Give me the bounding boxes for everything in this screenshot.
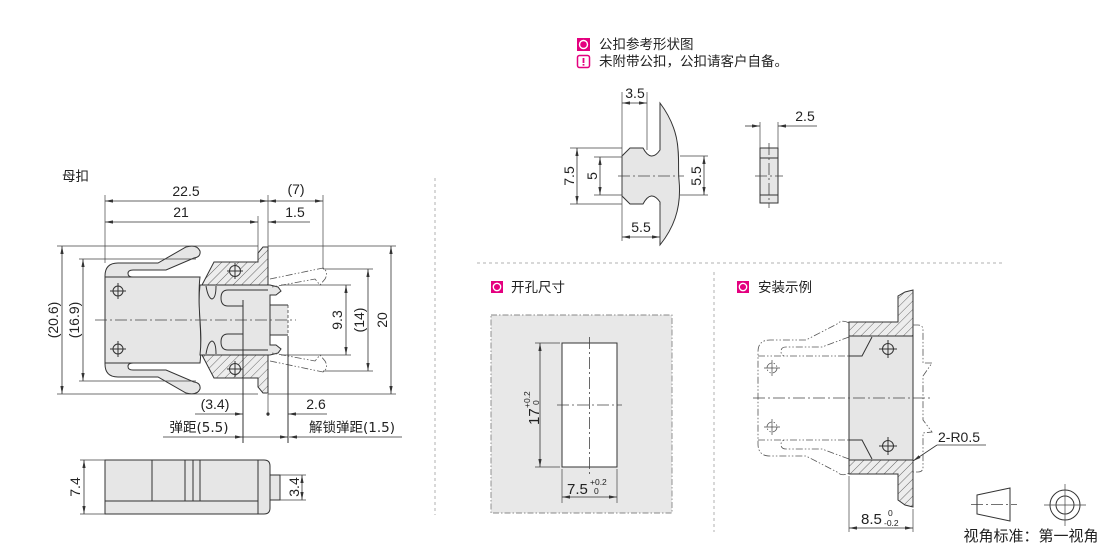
phantom-arm-bottom xyxy=(269,352,327,373)
side-detail-lines xyxy=(105,460,258,502)
reference-shape-icon xyxy=(577,38,590,51)
female-catch-title: 母扣 xyxy=(62,169,89,185)
dim-dot xyxy=(266,412,270,416)
side-flange xyxy=(257,459,271,515)
female-catch-drawing: 母扣 xyxy=(45,169,402,515)
dim-text-neck-height: 5 xyxy=(584,172,600,180)
male-catch-side-view: 2.5 xyxy=(745,108,817,208)
plunger-bump xyxy=(205,285,217,355)
dim-text-side-height: 7.4 xyxy=(67,477,83,497)
dim-text-head-height: 7.5 xyxy=(561,166,577,186)
dim-text-head-length: 5.5 xyxy=(631,219,651,235)
male-catch-drawing: 3.5 7.5 5 5.5 5.5 2.5 xyxy=(561,85,817,247)
corner-radius-note: 2-R0.5 xyxy=(938,429,980,445)
travel-reference-lines xyxy=(242,300,289,443)
dim-text-offset-b: 2.6 xyxy=(306,396,326,412)
crosshair-icon xyxy=(764,360,780,376)
dim-text-cutout-width: 7.5 xyxy=(567,481,588,498)
dim-text-spring-travel: 弹距(5.5) xyxy=(169,420,228,436)
tol-upper: 0 xyxy=(888,508,893,518)
crosshair-icon xyxy=(227,361,243,377)
dim-text-deflected-span: (14) xyxy=(351,308,367,333)
dim-text-arm-span-inner: (16.9) xyxy=(66,302,82,339)
dim-text-release-travel: 解锁弹距(1.5) xyxy=(309,420,395,436)
dim-text-offset-a: (3.4) xyxy=(201,396,230,412)
legend-label: 公扣参考形状图 xyxy=(599,36,694,53)
extension-lines xyxy=(570,92,708,241)
phantom-arm-top xyxy=(269,267,327,288)
dim-text-panel-thickness: 8.5 xyxy=(861,511,882,528)
dimension-lines xyxy=(60,199,402,439)
side-body xyxy=(104,459,259,515)
legend-label: 未附带公扣，公扣请客户自备。 xyxy=(599,53,788,70)
male-catch-shape xyxy=(621,101,681,247)
dim-text-notch-width: 3.5 xyxy=(625,85,645,101)
housing-edge-lines xyxy=(105,276,200,364)
legend: 公扣参考形状图 未附带公扣，公扣请客户自备。 xyxy=(576,36,788,70)
dim-text-arm-span-outer: (20.6) xyxy=(45,302,61,339)
tol-upper: +0.2 xyxy=(590,477,607,487)
crosshair-icon xyxy=(879,340,897,358)
plunger-slot xyxy=(220,289,268,351)
phantom-arm-slots xyxy=(758,336,850,460)
legend-item-reference-shape: 公扣参考形状图 xyxy=(577,36,694,53)
tol-upper: +0.2 xyxy=(522,391,532,408)
panel-wall-bottom xyxy=(848,459,914,508)
tol-lower: 0 xyxy=(594,486,599,496)
installation-example-section: 安装示例 8.5 0 xyxy=(737,280,986,532)
female-catch-side-view: 7.4 3.4 xyxy=(67,459,306,515)
dim-text-thickness: 2.5 xyxy=(795,108,815,124)
dim-text-body-height: 5.5 xyxy=(688,166,704,186)
legend-item-notice: 未附带公扣，公扣请客户自备。 xyxy=(576,53,788,70)
warning-exclamation-icon xyxy=(576,54,591,69)
tol-lower: 0 xyxy=(531,400,541,405)
projection-symbol: 视角标准：第一视角 xyxy=(963,484,1099,545)
crosshair-icon xyxy=(764,419,780,435)
dim-text-flange-thickness: 1.5 xyxy=(285,204,305,220)
panel-cutout-title: 开孔尺寸 xyxy=(511,280,565,296)
side-tab xyxy=(269,474,281,501)
dim-text-flange-height: 20 xyxy=(374,312,390,328)
crosshair-icon xyxy=(110,341,126,357)
first-angle-projection-icon xyxy=(971,484,1086,526)
section-marker-icon xyxy=(737,281,749,293)
dim-text-side-tab-height: 3.4 xyxy=(286,477,302,497)
section-marker-icon xyxy=(491,281,503,293)
leader-corner-radius xyxy=(912,444,938,462)
center-line xyxy=(557,337,622,476)
installed-arm-edges xyxy=(849,336,873,460)
center-line xyxy=(755,143,783,208)
tol-lower: -0.2 xyxy=(884,518,899,528)
dim-text-cutout-height-group: 17 +0.2 0 xyxy=(522,391,543,425)
dim-text-latch-height: 9.3 xyxy=(329,310,345,330)
extension-lines xyxy=(80,459,306,515)
dim-text-cutout-height: 17 xyxy=(526,408,543,425)
dim-text-overall-length: 22.5 xyxy=(172,183,199,199)
dim-text-arm-travel: (7) xyxy=(287,181,304,197)
dim-text-body-length: 21 xyxy=(173,204,189,220)
panel-wall-top xyxy=(848,289,914,337)
extension-lines xyxy=(535,342,618,503)
projection-label: 视角标准：第一视角 xyxy=(963,527,1098,545)
installation-example-title: 安装示例 xyxy=(758,280,812,296)
crosshair-icon xyxy=(879,437,897,455)
crosshair-icon xyxy=(227,263,243,279)
section-dividers xyxy=(434,178,1005,532)
panel-cutout-section: 开孔尺寸 17 +0.2 0 7.5 +0.2 0 xyxy=(490,280,673,514)
crosshair-icon xyxy=(110,283,126,299)
